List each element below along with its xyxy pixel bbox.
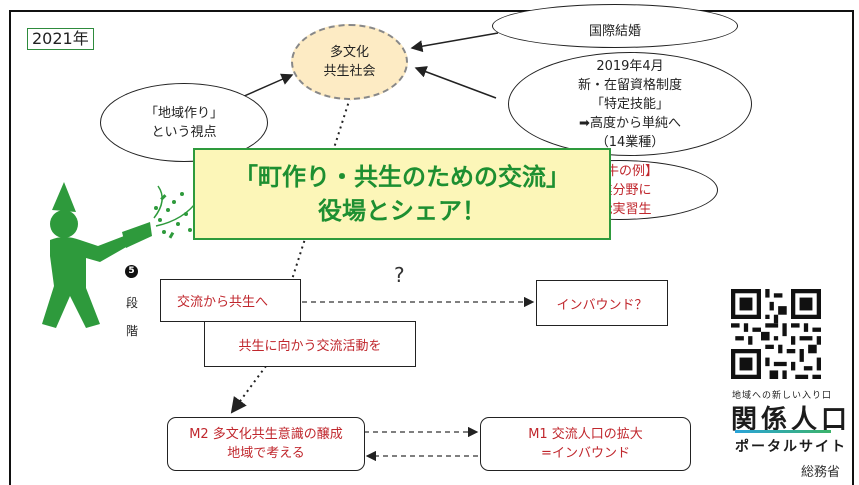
node-text: （14業種） bbox=[595, 134, 665, 150]
box-text: M1 交流人口の拡大 bbox=[528, 427, 643, 442]
brand-tagline: 地域への新しい入り口 bbox=[732, 391, 833, 401]
node-text: 新・在留資格制度 bbox=[577, 77, 682, 93]
box-m2: M2 多文化共生意識の醸成 地域で考える bbox=[167, 417, 365, 471]
frame-right-border bbox=[852, 10, 854, 485]
node-2019-tokutei-gino: 2019年4月 新・在留資格制度 「特定技能」 ➡高度から単純へ （14業種） bbox=[508, 52, 752, 156]
node-kokusai-kekkon: 国際結婚 bbox=[492, 4, 738, 48]
banner-line: 「町作り・共生のための交流」 bbox=[234, 163, 570, 191]
stage-number-badge: 5 bbox=[125, 265, 138, 278]
arrow-kokusai bbox=[410, 32, 499, 53]
headline-banner: 「町作り・共生のための交流」 役場とシェア！ bbox=[193, 148, 611, 240]
stage-char: 階 bbox=[126, 324, 139, 338]
frame-left-border bbox=[9, 10, 11, 485]
dotted-path-lower bbox=[230, 365, 267, 414]
question-mark: ? bbox=[394, 263, 405, 287]
stage-char: 段 bbox=[126, 296, 139, 310]
box-text: 地域で考える bbox=[227, 446, 305, 461]
node-text: ➡高度から単純へ bbox=[579, 115, 681, 131]
box-text: M2 多文化共生意識の醸成 bbox=[189, 427, 343, 442]
node-text: 国際結婚 bbox=[588, 23, 641, 39]
party-popper-person-icon bbox=[42, 182, 199, 328]
node-text: という視点 bbox=[151, 124, 217, 140]
dotted-path-upper bbox=[287, 97, 351, 293]
box-koryu-kara-kyosei: 交流から共生へ bbox=[160, 279, 301, 322]
banner-line: 役場とシェア！ bbox=[318, 197, 486, 225]
frame-top-border bbox=[9, 10, 854, 12]
brand-underline bbox=[735, 430, 831, 433]
node-text: 多文化 bbox=[329, 45, 369, 60]
node-text: 「特定技能」 bbox=[590, 96, 669, 112]
credit-text: 総務省 bbox=[801, 465, 841, 480]
brand-subtitle: ポータルサイト bbox=[735, 439, 847, 455]
arrow-2019 bbox=[414, 66, 497, 99]
box-text: =インバウンド bbox=[541, 446, 630, 461]
box-m1: M1 交流人口の拡大 =インバウンド bbox=[480, 417, 691, 471]
node-tabunka-kyosei: 多文化 共生社会 bbox=[291, 24, 408, 100]
node-text: 「地域作り」 bbox=[144, 105, 223, 121]
box-kyosei-koryu-katsudo: 共生に向かう交流活動を bbox=[204, 321, 416, 367]
node-text: 2019年4月 bbox=[596, 58, 664, 74]
box-inbound: インバウンド？ bbox=[536, 280, 668, 326]
qr-code-icon[interactable] bbox=[731, 289, 821, 379]
node-text: 共生社会 bbox=[323, 64, 376, 79]
year-label: 2021年 bbox=[27, 28, 94, 50]
